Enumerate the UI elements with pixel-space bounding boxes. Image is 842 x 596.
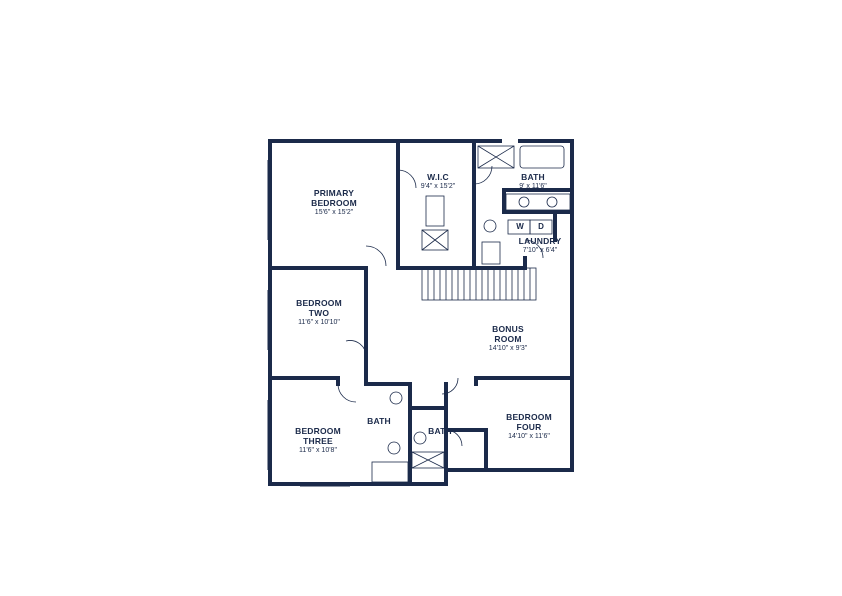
primary-bedroom-dims: 15'6" x 15'2": [314, 209, 354, 216]
washer-label: W: [516, 222, 524, 231]
primary-bedroom-label: PRIMARY BEDROOM 15'6" x 15'2": [311, 188, 357, 217]
wic-label: W.I.C 9'4" x 15'2": [421, 172, 456, 191]
stairs: [421, 267, 537, 301]
bedroom-four-label: BEDROOM FOUR 14'10" x 11'6": [506, 412, 552, 441]
wic-name: W.I.C: [427, 172, 449, 182]
door-swings: [337, 165, 544, 447]
bath-primary-name: BATH: [521, 172, 545, 182]
bedroom-three-dims: 11'6" x 10'8": [299, 447, 337, 454]
bedroom-two-label: BEDROOM TWO 11'6" x 10'10": [296, 298, 342, 327]
bedroom-three-name: BEDROOM THREE: [295, 426, 341, 446]
bedroom-three-label: BEDROOM THREE 11'6" x 10'8": [295, 426, 341, 455]
wic-dims: 9'4" x 15'2": [420, 183, 456, 190]
laundry-dims: 7'10" x 6'4": [522, 247, 558, 254]
bath-hall-label: BATH: [367, 416, 391, 426]
bath-primary-dims: 9' x 11'6": [519, 183, 547, 190]
bonus-room-name: BONUS ROOM: [492, 324, 524, 344]
bedroom-four-dims: 14'10" x 11'6": [508, 433, 550, 440]
bath-primary-label: BATH 9' x 11'6": [519, 172, 547, 191]
laundry-label: LAUNDRY 7'10" x 6'4": [519, 236, 562, 255]
bedroom-two-dims: 11'6" x 10'10": [298, 319, 340, 326]
bedroom-four-name: BEDROOM FOUR: [506, 412, 552, 432]
floor-plan-windows: [267, 139, 574, 487]
laundry-name: LAUNDRY: [518, 236, 562, 246]
bath-jack-name: BATH: [428, 426, 452, 436]
primary-bedroom-name: PRIMARY BEDROOM: [311, 188, 357, 208]
bath-hall-name: BATH: [367, 416, 391, 426]
bedroom-two-name: BEDROOM TWO: [296, 298, 342, 318]
bonus-room-dims: 14'10" x 9'3": [488, 345, 528, 352]
fixtures: [371, 145, 571, 483]
bath-jack-label: BATH: [428, 426, 452, 436]
bonus-room-label: BONUS ROOM 14'10" x 9'3": [489, 324, 527, 353]
dryer-label: D: [538, 222, 544, 231]
